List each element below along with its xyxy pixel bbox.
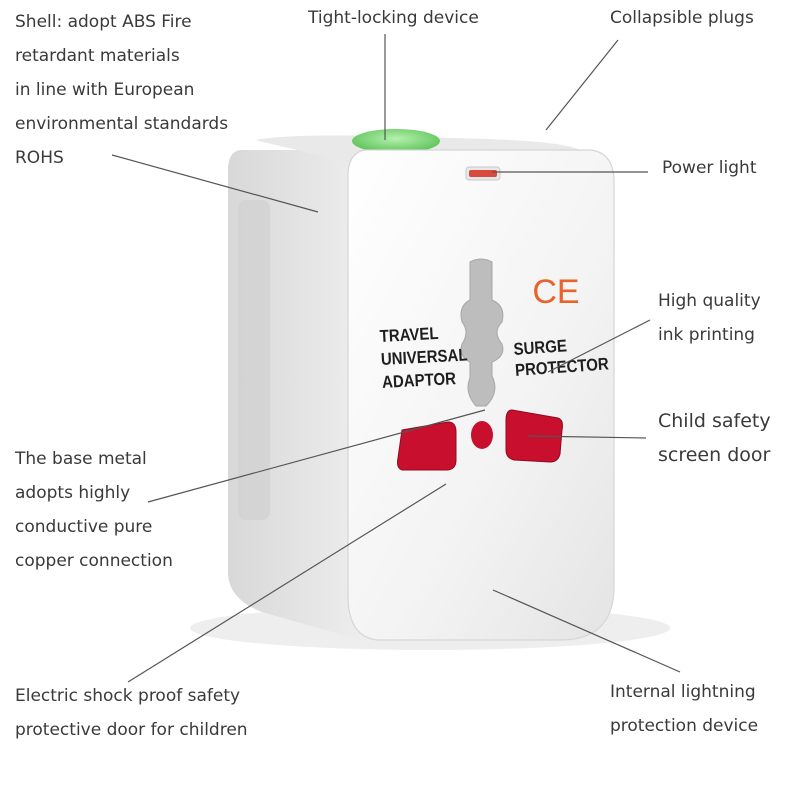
callout-lightning: Internal lightning protection device — [610, 675, 758, 743]
callout-ink-printing-line: High quality — [658, 291, 761, 311]
printLeft-text: TRAVEL — [379, 324, 439, 346]
callout-shell-line: ROHS — [15, 148, 64, 168]
power-light — [469, 170, 497, 177]
leader-lines — [111, 34, 681, 683]
callout-collapsible-line: Collapsible plugs — [610, 8, 754, 28]
leader-base-metal — [147, 409, 486, 503]
callout-shell-line: Shell: adopt ABS Fire — [15, 12, 192, 32]
callout-tight-locking: Tight-locking device — [308, 1, 479, 35]
printLeft-text: UNIVERSAL — [380, 346, 468, 370]
side-panel — [238, 200, 270, 520]
callout-ink-printing: High quality ink printing — [658, 284, 761, 352]
callout-shell-line: in line with European — [15, 80, 195, 100]
callout-lightning-line: protection device — [610, 716, 759, 736]
callout-lightning-line: Internal lightning — [610, 682, 756, 702]
leader-ink-printing — [547, 319, 651, 373]
callout-base-metal-line: copper connection — [15, 551, 173, 571]
leader-child-safety — [527, 435, 647, 439]
left-socket — [397, 421, 457, 471]
leader-shell — [111, 154, 319, 213]
callout-power-light-line: Power light — [662, 158, 757, 178]
leader-shock-proof — [127, 483, 447, 683]
callout-child-safety-line: Child safety — [658, 410, 771, 432]
callout-base-metal-line: adopts highly — [15, 483, 131, 503]
callout-shock-proof-line: protective door for children — [15, 720, 248, 740]
callout-base-metal: The base metal adopts highly conductive … — [15, 442, 173, 578]
leader-lightning — [492, 589, 681, 673]
printRight-text: SURGE — [513, 336, 568, 359]
leader-collapsible — [545, 39, 619, 131]
callout-ink-printing-line: ink printing — [658, 325, 755, 345]
slot-shutter — [460, 258, 504, 407]
callout-child-safety: Child safety screen door — [658, 404, 771, 472]
callout-shell-line: retardant materials — [15, 46, 180, 66]
tight-locking-button — [352, 129, 440, 153]
callout-base-metal-line: conductive pure — [15, 517, 153, 537]
callout-shell-line: environmental standards — [15, 114, 229, 134]
callout-collapsible: Collapsible plugs — [610, 1, 754, 35]
printLeft-text: ADAPTOR — [382, 369, 457, 392]
ce-mark: CE — [532, 273, 579, 311]
callout-shock-proof: Electric shock proof safety protective d… — [15, 679, 248, 747]
callout-tight-locking-line: Tight-locking device — [308, 8, 479, 28]
callout-base-metal-line: The base metal — [15, 449, 147, 469]
center-hole — [471, 421, 493, 449]
callout-shock-proof-line: Electric shock proof safety — [15, 686, 241, 706]
callout-child-safety-line: screen door — [658, 444, 771, 466]
callout-power-light: Power light — [662, 151, 756, 185]
callout-shell: Shell: adopt ABS Fire retardant material… — [15, 5, 228, 175]
